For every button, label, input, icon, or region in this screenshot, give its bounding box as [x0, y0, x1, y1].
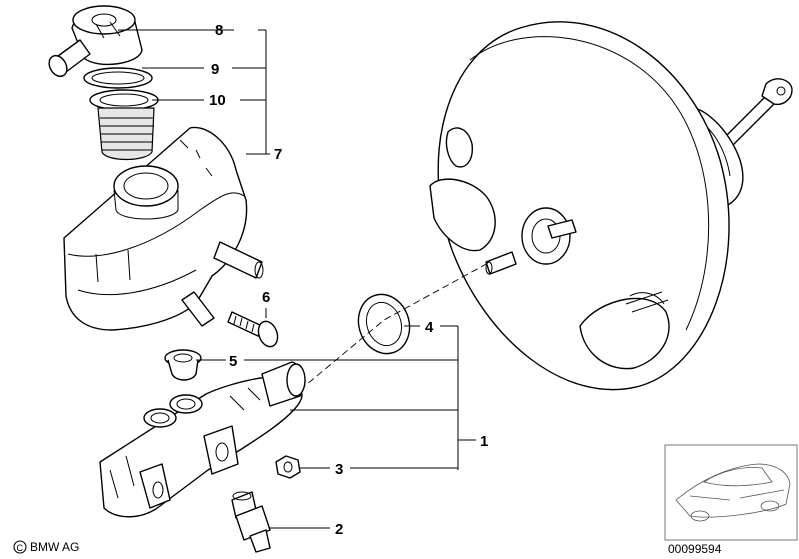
svg-text:C: C — [17, 543, 24, 553]
strainer — [89, 89, 159, 161]
nut — [275, 455, 301, 479]
callout-3: 3 — [335, 461, 343, 478]
fillister-head-screw — [227, 311, 279, 348]
callout-8: 8 — [215, 22, 223, 39]
brake-servo — [429, 21, 793, 391]
callout-6: 6 — [262, 289, 270, 306]
copyright-notice: C BMW AG — [13, 540, 79, 554]
callout-4: 4 — [425, 319, 434, 336]
grommet — [164, 349, 202, 381]
expansion-tank — [63, 126, 264, 331]
assembly-axis — [299, 261, 491, 391]
brake-light-switch — [231, 491, 271, 553]
o-ring — [357, 293, 411, 355]
copyright-text: BMW AG — [30, 540, 79, 554]
image-number: 00099594 — [668, 542, 722, 556]
callout-9: 9 — [211, 61, 219, 78]
callout-7: 7 — [274, 146, 282, 163]
callout-1: 1 — [480, 433, 488, 450]
reservoir-cap — [48, 5, 143, 78]
sealing-ring — [83, 67, 153, 89]
callout-10: 10 — [209, 92, 226, 109]
brake-master-cylinder — [99, 361, 306, 518]
callout-2: 2 — [335, 521, 343, 538]
leader-lines — [118, 29, 476, 529]
vehicle-thumbnail — [664, 444, 798, 541]
callout-5: 5 — [229, 353, 237, 370]
